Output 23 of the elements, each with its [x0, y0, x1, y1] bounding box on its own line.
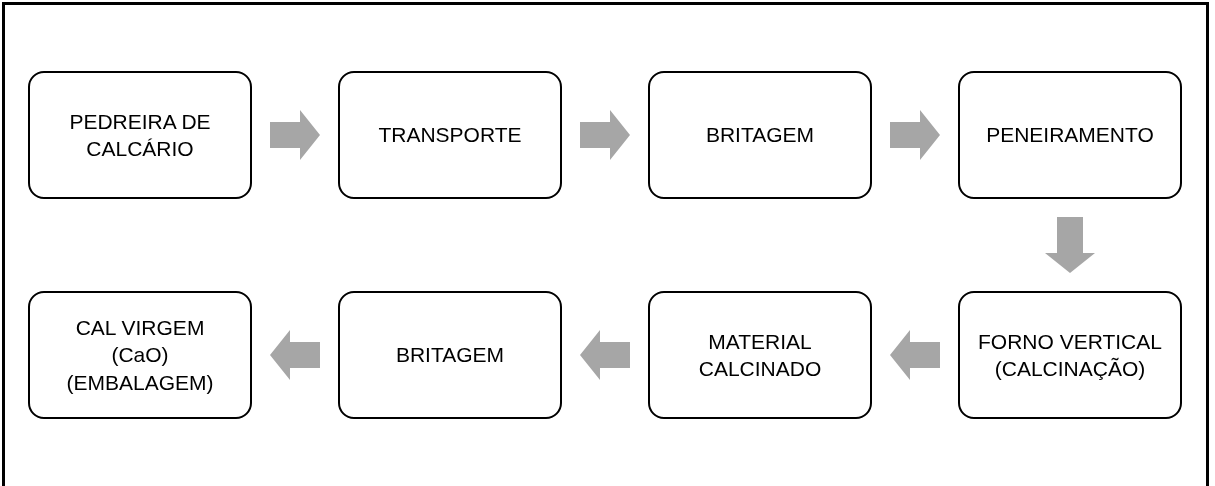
- process-box: [958, 71, 1182, 199]
- process-box: [28, 71, 252, 199]
- process-label: FORNO VERTICAL (CALCINAÇÃO): [977, 328, 1163, 382]
- process-label: BRITAGEM: [705, 122, 815, 149]
- block-arrow: [270, 330, 320, 380]
- process-box: [648, 291, 872, 419]
- block-arrow: [890, 110, 940, 160]
- block-arrow: [890, 330, 940, 380]
- process-box: [338, 71, 562, 199]
- process-box: [648, 71, 872, 199]
- block-arrow: [270, 110, 320, 160]
- process-label: PENEIRAMENTO: [986, 122, 1154, 149]
- process-box: [338, 291, 562, 419]
- process-box: [958, 291, 1182, 419]
- process-label: TRANSPORTE: [378, 122, 522, 149]
- process-label: MATERIAL CALCINADO: [697, 328, 823, 382]
- block-arrow: [580, 330, 630, 380]
- process-box: [28, 291, 252, 419]
- block-arrow: [580, 110, 630, 160]
- process-label: CAL VIRGEM (CaO) (EMBALAGEM): [65, 315, 215, 396]
- block-arrow: [1045, 217, 1095, 273]
- process-label: BRITAGEM: [395, 342, 505, 369]
- process-label: PEDREIRA DE CALCÁRIO: [68, 108, 212, 162]
